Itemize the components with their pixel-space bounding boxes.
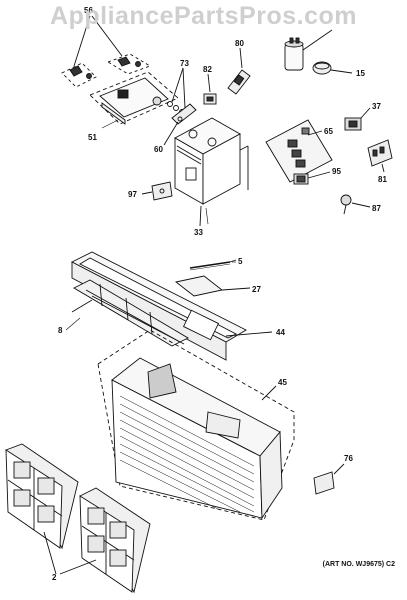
part-45-front-cover <box>97 329 295 521</box>
part-2-filters <box>5 443 151 594</box>
callout-65: 65 <box>324 127 333 136</box>
part-65-control-board <box>265 119 333 183</box>
part-87-sensor <box>340 194 371 215</box>
part-8-louver <box>71 279 189 347</box>
callout-82: 82 <box>203 65 212 74</box>
callout-45: 45 <box>278 378 287 387</box>
art-number: (ART NO. WJ9675) C2 <box>322 561 395 568</box>
part-37-switch <box>344 107 371 131</box>
callout-51: 51 <box>88 133 97 142</box>
part-15-bracket <box>312 61 353 75</box>
callout-27: 27 <box>252 285 261 294</box>
callout-87: 87 <box>372 204 381 213</box>
callout-2: 2 <box>52 573 57 582</box>
callout-76: 76 <box>344 454 353 463</box>
part-97-plate <box>141 181 173 201</box>
callout-95: 95 <box>332 167 341 176</box>
part-80-relay <box>227 47 251 95</box>
part-73-60-hardware <box>163 67 197 146</box>
part-81-terminal <box>367 139 393 173</box>
callout-44: 44 <box>276 328 285 337</box>
part-56-knobs <box>61 15 152 88</box>
leader-lines <box>65 119 236 331</box>
callout-73: 73 <box>180 59 189 68</box>
part-95-transformer <box>293 171 331 185</box>
part-51-switch-assembly <box>89 71 179 125</box>
part-27-panel <box>174 275 251 297</box>
callout-80: 80 <box>235 39 244 48</box>
part-33-control-box <box>174 117 249 227</box>
part-82-clip <box>203 73 217 105</box>
callout-81: 81 <box>378 175 387 184</box>
part-44-discharge-grille <box>71 251 273 361</box>
callout-8: 8 <box>58 326 63 335</box>
callout-56: 56 <box>84 6 93 15</box>
callout-60: 60 <box>154 145 163 154</box>
callout-97: 97 <box>128 190 137 199</box>
callout-15: 15 <box>356 69 365 78</box>
callout-5: 5 <box>238 257 243 266</box>
part-76-clip <box>313 463 345 495</box>
part-5-rod <box>189 259 237 271</box>
callout-33: 33 <box>194 228 203 237</box>
callout-labels: 56 73 82 80 15 37 65 51 60 95 81 97 87 3… <box>52 6 387 582</box>
part-capacitor <box>284 29 333 71</box>
callout-37: 37 <box>372 102 381 111</box>
